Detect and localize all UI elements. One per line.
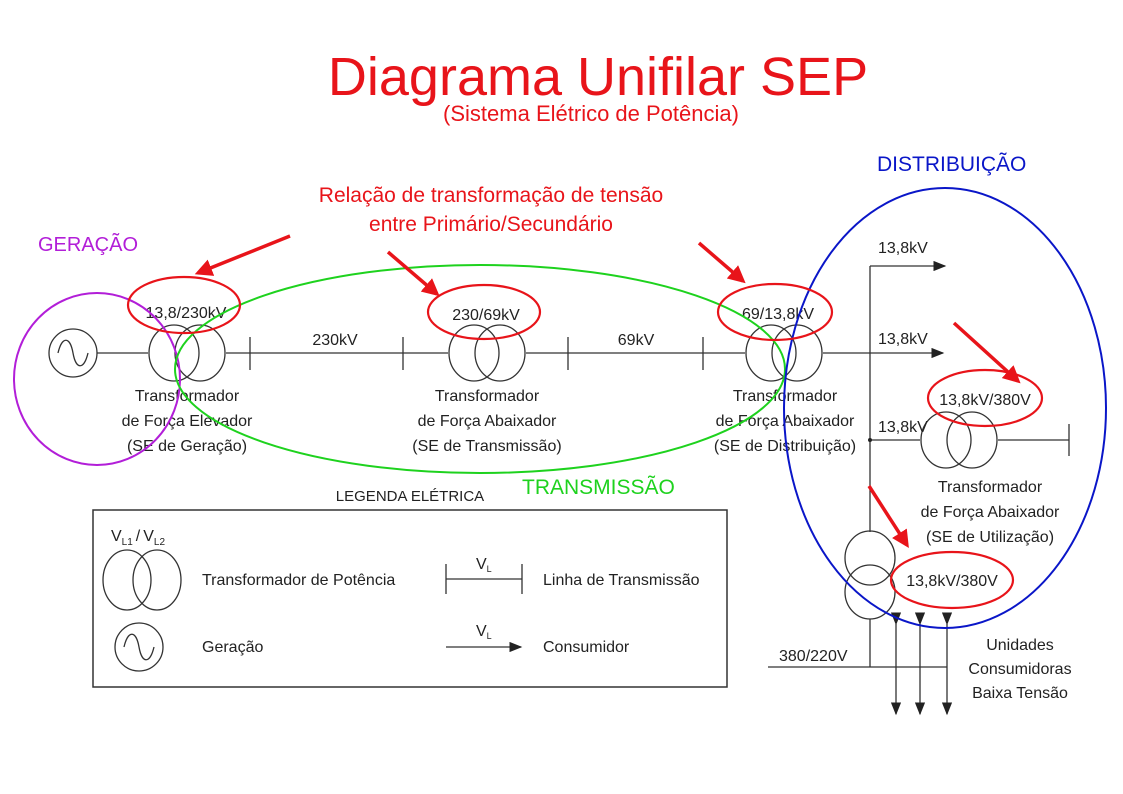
transformer-caption: Transformador de Força Abaixador (SE de …: [921, 479, 1060, 546]
legend-generator-icon: [114, 622, 164, 672]
main-line: [97, 337, 945, 370]
svg-text:de Força Elevador: de Força Elevador: [122, 413, 253, 430]
legend-line-label: Linha de Transmissão: [543, 572, 700, 589]
legend-line-voltage: VL: [476, 556, 492, 574]
svg-text:Transformador: Transformador: [733, 388, 838, 405]
svg-text:Transformador: Transformador: [135, 388, 240, 405]
legend-transformer-label: Transformador de Potência: [202, 572, 395, 589]
transmissao-region-outline: [174, 264, 786, 474]
svg-text:Transformador: Transformador: [938, 479, 1043, 496]
red-arrows: [194, 234, 1021, 548]
legend-line-icon: [445, 564, 523, 594]
svg-text:de Força Abaixador: de Força Abaixador: [418, 413, 557, 430]
legend-voltage-ratio: VL1/VL2: [111, 528, 165, 548]
ratio-label: 13,8kV/380V: [939, 392, 1031, 409]
legend-consumer-voltage: VL: [476, 623, 492, 641]
region-distribuicao-label: DISTRIBUIÇÃO: [877, 152, 1026, 176]
legend-generation-label: Geração: [202, 639, 263, 656]
svg-text:(SE de Geração): (SE de Geração): [127, 438, 247, 455]
transformer-caption: Transformador de Força Abaixador (SE de …: [412, 388, 561, 455]
ratio-highlights: [126, 275, 1044, 610]
ratio-label: 13,8/230kV: [146, 305, 227, 322]
page-subtitle: (Sistema Elétrico de Potência): [443, 101, 739, 126]
transformer-symbol: [448, 324, 526, 382]
transformer-symbol: [148, 324, 226, 382]
bus-voltage-label: 13,8kV: [878, 331, 928, 348]
ratio-label: 69/13,8kV: [742, 306, 814, 323]
geracao-region-outline: [13, 292, 181, 466]
annotation-line2: entre Primário/Secundário: [369, 213, 613, 236]
svg-text:Transformador: Transformador: [435, 388, 540, 405]
legend-title: LEGENDA ELÉTRICA: [336, 488, 484, 505]
consumers-caption: Unidades Consumidoras Baixa Tensão: [968, 637, 1071, 702]
svg-text:Consumidoras: Consumidoras: [968, 661, 1071, 678]
ratio-label: 13,8kV/380V: [906, 573, 998, 590]
distribuicao-region-outline: [783, 187, 1107, 629]
legend-consumer-label: Consumidor: [543, 639, 630, 656]
svg-text:(SE de Transmissão): (SE de Transmissão): [412, 438, 561, 455]
page-title: Diagrama Unifilar SEP: [328, 47, 868, 107]
transformer-symbol: [745, 324, 823, 382]
generator-symbol: [48, 328, 98, 378]
line-voltage-label: 230kV: [312, 332, 358, 349]
svg-text:(SE de Utilização): (SE de Utilização): [926, 529, 1054, 546]
region-transmissao-label: TRANSMISSÃO: [522, 475, 675, 499]
svg-text:(SE de Distribuição): (SE de Distribuição): [714, 438, 856, 455]
svg-text:Baixa Tensão: Baixa Tensão: [972, 685, 1068, 702]
low-voltage-label: 380/220V: [779, 648, 848, 665]
bus-voltage-label: 13,8kV: [878, 240, 928, 257]
annotation-line1: Relação de transformação de tensão: [319, 184, 663, 207]
svg-text:de Força Abaixador: de Força Abaixador: [921, 504, 1060, 521]
svg-text:Unidades: Unidades: [986, 637, 1054, 654]
transformer-caption: Transformador de Força Elevador (SE de G…: [122, 388, 253, 455]
region-geracao-label: GERAÇÃO: [38, 232, 138, 256]
line-voltage-label: 69kV: [618, 332, 655, 349]
legend-box: [92, 509, 728, 688]
ratio-label: 230/69kV: [452, 307, 520, 324]
legend-transformer-icon: [102, 549, 182, 611]
bus-voltage-label: 13,8kV: [878, 419, 928, 436]
